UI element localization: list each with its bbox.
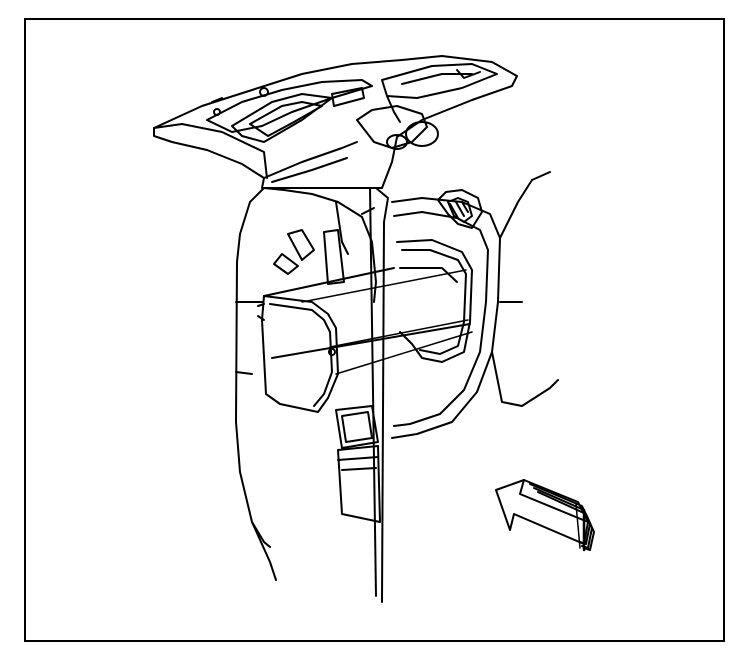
diagram-illustration <box>153 55 595 603</box>
door-opening-panel <box>235 187 389 603</box>
direction-arrow <box>495 479 595 552</box>
diagram-frame <box>24 18 725 642</box>
instrument-panel-end-cover <box>257 267 473 413</box>
instrument-panel-upper-trim <box>153 55 518 189</box>
door-trim <box>391 171 559 439</box>
